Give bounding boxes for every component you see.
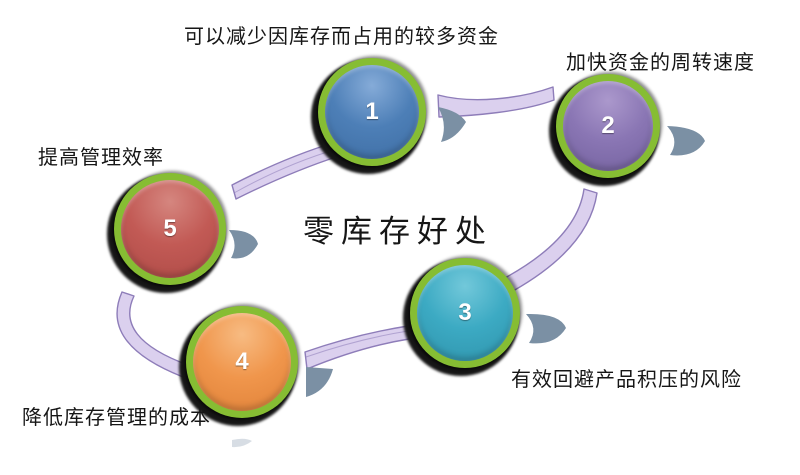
node-circle-3: 3 — [403, 258, 520, 376]
node-circle-1: 1 — [311, 58, 426, 174]
circle-5-fill: 5 — [121, 180, 219, 278]
connector-ribbon-4-3 — [304, 325, 410, 370]
circle-1-fill: 1 — [325, 65, 419, 159]
connector-ribbon-4-3-crease — [305, 330, 409, 358]
swoosh-circle-5 — [229, 230, 258, 259]
node-circle-4: 4 — [179, 306, 298, 426]
connector-ribbon-5-4 — [116, 291, 189, 378]
label-benefit-2: 加快资金的周转速度 — [566, 52, 755, 74]
node-circle-5: 5 — [107, 173, 226, 293]
connector-ribbon-2-3 — [502, 188, 598, 292]
label-benefit-4: 降低库存管理的成本 — [22, 407, 211, 429]
circle-1-number: 1 — [365, 98, 379, 125]
label-benefit-3: 有效回避产品积压的风险 — [511, 369, 742, 391]
circle-2-number: 2 — [601, 112, 615, 139]
label-benefit-1: 可以减少因库存而占用的较多资金 — [184, 26, 499, 48]
circle-3-number: 3 — [458, 299, 472, 326]
node-circle-2: 2 — [549, 74, 660, 186]
circle-3-fill: 3 — [417, 265, 513, 361]
label-benefit-5: 提高管理效率 — [38, 147, 164, 169]
circle-2-fill: 2 — [563, 81, 653, 171]
circle-4-number: 4 — [235, 348, 249, 375]
swoosh-artifact-bottom — [232, 438, 252, 448]
fold-flap-circle-4 — [306, 367, 333, 397]
swoosh-circle-3 — [526, 313, 566, 344]
circle-5-number: 5 — [163, 215, 177, 242]
circle-4-fill: 4 — [193, 313, 291, 411]
fold-flap-circle-1 — [438, 107, 466, 142]
diagram-title: 零库存好处 — [303, 214, 493, 249]
swoosh-circle-2 — [667, 126, 705, 156]
connector-ribbon-1-2 — [437, 86, 555, 118]
